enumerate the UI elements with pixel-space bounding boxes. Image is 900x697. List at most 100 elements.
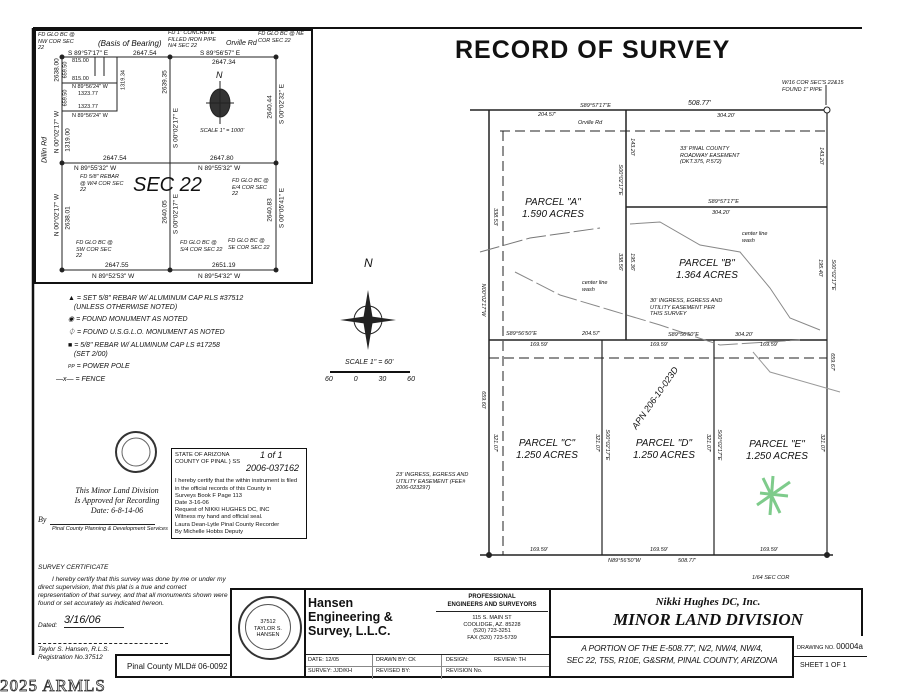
wash-label: center line wash (582, 280, 608, 293)
parcel-name: PARCEL "D" (635, 438, 693, 449)
road-easement-note: 33' PINAL COUNTY ROADWAY EASEMENT (DKT.3… (680, 146, 740, 165)
certificate-heading: SURVEY CERTIFICATE (38, 564, 109, 571)
recorder-date: Date 3-16-06 (175, 500, 209, 507)
monument-note: FD GLO BC @ SW COR SEC 22 (76, 240, 113, 259)
parcel-b: PARCEL "B"1.364 ACRES (676, 258, 738, 282)
dim-label: S89°57'17"E (580, 103, 611, 109)
rebar-set-icon: ▲ (68, 295, 75, 302)
bearing-label: 2647.34 (212, 59, 236, 66)
legend-text: = 5/8" REBAR W/ ALUMINUM CAP LS #17258 (74, 342, 220, 349)
dim-label: 508.77' (688, 100, 711, 107)
surveyor-seal-icon (238, 596, 302, 660)
legend-item: ■ = 5/8" REBAR W/ ALUMINUM CAP LS #17258… (68, 341, 243, 362)
green-ink-mark (756, 475, 791, 516)
scale-label: SCALE 1" = 60' (345, 359, 394, 366)
signature-line (50, 524, 155, 525)
dim: 659.50 (62, 89, 69, 107)
bearing-label: 2647.80 (210, 155, 234, 162)
desc-line: A PORTION OF THE E-508.77', N/2, NW/4, N… (581, 643, 763, 653)
project-description: A PORTION OF THE E-508.77', N/2, NW/4, N… (553, 642, 791, 666)
bearing-label: 1319.00 (64, 128, 72, 152)
dim-label: 143.20' (629, 138, 635, 156)
north-label: N (364, 256, 373, 270)
firm-line: Hansen (308, 596, 354, 610)
dim-label: N00°02'17"W (480, 283, 486, 317)
dated-value: 3/16/06 (64, 614, 124, 628)
bearing-label: N 89°55'32" W (74, 165, 117, 172)
dim: 1323.77 (78, 91, 98, 97)
section-map (59, 54, 279, 273)
monument-note: FD GLO BC @ S/4 COR SEC 22 (180, 240, 223, 253)
info-review: REVIEW: TH (494, 657, 526, 663)
legend-sub: (UNLESS OTHERWISE NOTED) (73, 304, 178, 311)
monument-note: FD GLO BC @ NW COR SEC 22 (38, 32, 75, 51)
dim-label: S00°02'17"E (604, 429, 610, 461)
power-pole-icon: PP (68, 364, 75, 370)
drawing-number-box: DRAWING NO. 00004a SHEET 1 OF 1 (792, 636, 867, 678)
monument-note: FD GLO BC @ SE COR SEC 22 (228, 238, 270, 251)
dim-label: 169.59' (760, 342, 778, 348)
bearing-label: S 89°56'57" E (200, 50, 241, 57)
parcel-name: PARCEL "B" (679, 258, 735, 269)
dim-label: 169.59' (530, 547, 548, 553)
tick: 60 (407, 376, 415, 383)
legend-sub: (SET 2/00) (73, 351, 108, 358)
bearing-label: 2647.54 (133, 50, 157, 57)
mld-number: Pinal County MLD# 06-0092 (115, 654, 232, 678)
parcel-a: PARCEL "A"1.590 ACRES (522, 197, 584, 221)
monument-note: FD 1" CONCRETE FILLED IRON PIPE N/4 SEC … (168, 30, 216, 49)
glo-monument-icon: ⏀ (68, 329, 75, 336)
firm-street: 115 S. MAIN ST (472, 615, 512, 621)
section-north: N (216, 70, 223, 80)
road-north: Orville Rd (226, 40, 257, 47)
dim: 815.00 (72, 58, 89, 64)
bearing-label: 2639.35 (161, 70, 169, 94)
dim-label: 321.07' (492, 434, 498, 452)
bearing-label: 2638.01 (64, 206, 72, 230)
dim: N 89°56'24" W (72, 113, 108, 119)
recorder-ss: } SS (228, 459, 241, 466)
dim-label: 304.20' (712, 210, 730, 216)
north-arrow-icon (330, 290, 410, 373)
legend-item: ⏀ = FOUND U.S.G.L.O. MONUMENT AS NOTED (68, 328, 243, 341)
approval-dept: Pinal County Planning & Development Serv… (52, 526, 168, 532)
info-row: DATE: 12/05 DRAWN BY: CK DESIGN: REVIEW:… (306, 654, 549, 679)
firm-tag: ENGINEERS AND SURVEYORS (436, 602, 548, 612)
dim-label: 169.59' (650, 342, 668, 348)
surveyor-block: Taylor S. Hansen, R.L.S.Registration No.… (38, 646, 109, 661)
road-west: Dillin Rd (41, 136, 49, 164)
parcel-name: PARCEL "E" (749, 439, 805, 450)
dim-label: 321.07' (594, 434, 600, 452)
watermark: 2025 ARMLS (0, 676, 106, 696)
bearing-label: 2640.44 (266, 95, 274, 119)
dim: N 89°56'24" W (72, 84, 108, 90)
desc-line: SEC 22, T5S, R10E, G&SRM, PINAL COUNTY, … (566, 655, 778, 665)
parcel-acres: 1.364 ACRES (676, 270, 738, 281)
found-monument-icon: ◉ (68, 316, 75, 323)
dim: 1323.77 (78, 104, 98, 110)
section-map-box (34, 29, 313, 284)
info-date: DATE: 12/05 (308, 657, 340, 663)
legend-item: ◉ = FOUND MONUMENT AS NOTED (68, 315, 243, 328)
handwritten-count: 1 of 1 (260, 450, 283, 460)
legend-text: = POWER POLE (76, 363, 130, 370)
dim-label: 659.60' (480, 391, 486, 409)
dim-label: S00°02'17"E (617, 164, 623, 196)
seal-number: 37512 (260, 619, 276, 625)
dim-label: 204.57' (538, 112, 556, 118)
drawing-no-label: DRAWING NO. (797, 645, 835, 651)
recorder-name: Laura Dean-Lytle Pinal County Recorder (175, 521, 280, 528)
drawing-no: 00004a (836, 642, 863, 651)
bearing-label: S 00°02'17" E (172, 107, 180, 149)
dim-label: N89°56'50"W (608, 558, 641, 564)
recorder-cert: I hereby certify that the within instrum… (175, 478, 298, 492)
parcel-acres: 1.250 ACRES (516, 450, 578, 461)
approval-line: This Minor Land Division (75, 486, 159, 495)
dim-label: 143.20' (818, 147, 824, 165)
bearing-label: 2638.00 (53, 58, 61, 82)
bearing-label: N 89°54'32" W (198, 273, 241, 280)
dim-label: S00°02'17"E (830, 259, 836, 291)
